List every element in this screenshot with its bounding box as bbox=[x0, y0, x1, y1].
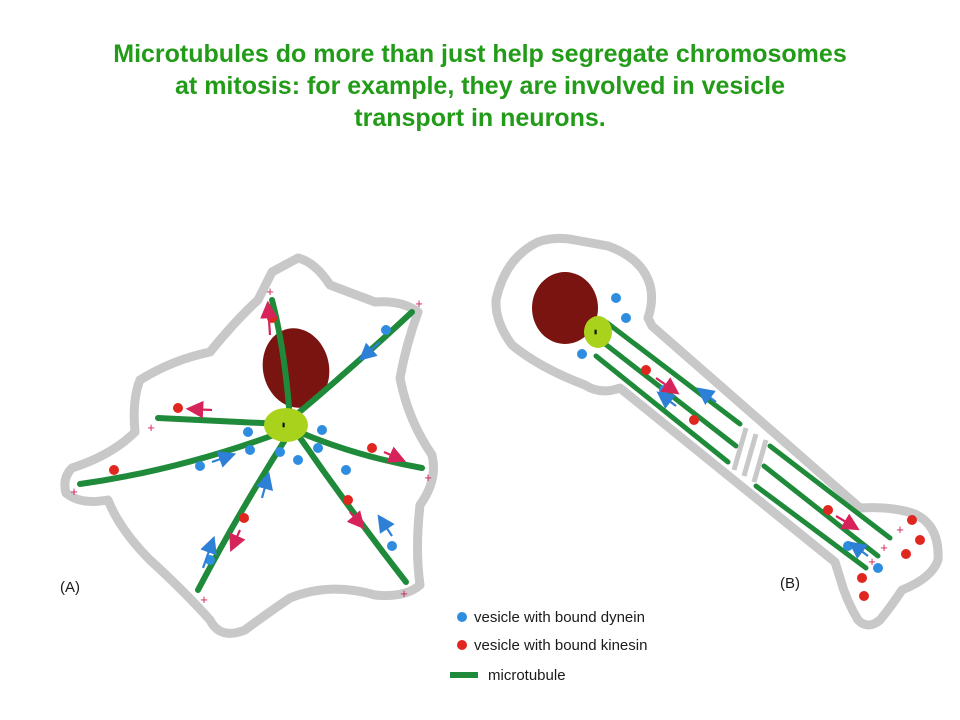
microtubules-b bbox=[593, 319, 893, 571]
plus-end-label: + bbox=[868, 554, 876, 569]
kinesin-vesicle bbox=[343, 495, 353, 505]
plus-ends-b: + + + bbox=[868, 522, 904, 569]
dynein-vesicle bbox=[275, 447, 285, 457]
plus-end-label: + bbox=[896, 522, 904, 537]
plus-end-label: + bbox=[880, 540, 888, 555]
nucleus-b bbox=[532, 272, 598, 344]
legend-microtubule-label: microtubule bbox=[488, 667, 566, 684]
dynein-vesicle bbox=[245, 445, 255, 455]
title-line-2: at mitosis: for example, they are involv… bbox=[175, 72, 785, 100]
microtubule bbox=[603, 319, 743, 427]
kinesin-vesicle bbox=[641, 365, 651, 375]
kinesin-vesicle bbox=[823, 505, 833, 515]
kinesin-vesicle bbox=[907, 515, 917, 525]
dynein-arrow bbox=[200, 535, 217, 569]
kinesin-vesicle bbox=[689, 415, 699, 425]
dynein-vesicle bbox=[577, 349, 587, 359]
dynein-vesicle bbox=[341, 465, 351, 475]
dynein-vesicle bbox=[293, 455, 303, 465]
kinesin-vesicle bbox=[859, 591, 869, 601]
kinesin-vesicle bbox=[109, 465, 119, 475]
legend-microtubule-swatch bbox=[450, 672, 478, 678]
kinesin-arrow bbox=[383, 446, 407, 463]
microtubule bbox=[155, 415, 285, 427]
dynein-vesicle bbox=[873, 563, 883, 573]
legend-dynein-label: vesicle with bound dynein bbox=[474, 609, 645, 626]
kinesin-vesicle bbox=[173, 403, 183, 413]
kinesin-vesicle bbox=[239, 513, 249, 523]
dynein-arrow bbox=[358, 341, 381, 361]
kinesin-vesicle bbox=[901, 549, 911, 559]
kinesin-arrow bbox=[655, 377, 680, 395]
plus-end-label: + bbox=[415, 296, 423, 311]
plus-end-label: + bbox=[200, 592, 208, 607]
plus-ends-a: + + + + + + + bbox=[70, 284, 432, 607]
panel-a-label: (A) bbox=[60, 579, 80, 596]
microtubule bbox=[287, 309, 415, 423]
arrows-a bbox=[185, 300, 407, 569]
dynein-vesicle bbox=[195, 461, 205, 471]
microtubule bbox=[593, 353, 731, 465]
title-line-3: transport in neurons. bbox=[354, 104, 606, 132]
arrows-b bbox=[655, 377, 869, 559]
legend: vesicle with bound dynein vesicle with b… bbox=[450, 609, 647, 684]
centrosome-b bbox=[584, 316, 612, 348]
legend-kinesin-swatch bbox=[457, 640, 467, 650]
kinesin-vesicle bbox=[915, 535, 925, 545]
dynein-vesicle bbox=[313, 443, 323, 453]
centrosome-a bbox=[264, 408, 308, 442]
dynein-vesicle bbox=[243, 427, 253, 437]
kinesin-vesicle bbox=[857, 573, 867, 583]
dynein-arrow bbox=[211, 451, 237, 468]
dynein-arrow bbox=[377, 514, 395, 537]
microtubule bbox=[767, 443, 893, 541]
slide-title: Microtubules do more than just help segr… bbox=[0, 38, 960, 134]
microtubule bbox=[77, 429, 285, 487]
plus-end-label: + bbox=[147, 420, 155, 435]
plus-end-label: + bbox=[70, 484, 78, 499]
panel-a-cell: - + + + + + + + bbox=[60, 253, 438, 638]
kinesin-vesicle bbox=[367, 443, 377, 453]
dynein-vesicle bbox=[611, 293, 621, 303]
microtubule-break-dashes bbox=[731, 427, 769, 483]
microtubule bbox=[753, 483, 869, 571]
dynein-vesicle bbox=[317, 425, 327, 435]
legend-kinesin-label: vesicle with bound kinesin bbox=[474, 637, 647, 654]
kinesin-arrow bbox=[185, 400, 213, 419]
dynein-vesicle bbox=[387, 541, 397, 551]
minus-end-label-a: - bbox=[275, 422, 295, 428]
plus-end-label: + bbox=[400, 586, 408, 601]
dynein-arrow bbox=[656, 391, 677, 409]
legend-dynein-swatch bbox=[457, 612, 467, 622]
kinesin-arrow bbox=[229, 529, 246, 553]
dynein-vesicle bbox=[621, 313, 631, 323]
microtubule bbox=[761, 463, 881, 559]
kinesin-arrow bbox=[835, 513, 860, 531]
kinesin-arrow bbox=[260, 300, 278, 336]
minus-end-label-b: - bbox=[587, 329, 607, 335]
vesicles-b bbox=[577, 293, 925, 601]
kinesin-arrow bbox=[346, 510, 365, 530]
title-line-1: Microtubules do more than just help segr… bbox=[113, 40, 847, 68]
dynein-vesicle bbox=[381, 325, 391, 335]
microtubule bbox=[293, 429, 409, 585]
panel-b-neuron: - + + + bbox=[491, 233, 943, 630]
plus-end-label: + bbox=[266, 284, 274, 299]
dynein-arrow bbox=[848, 541, 869, 559]
panel-b-label: (B) bbox=[780, 575, 800, 592]
dynein-arrow bbox=[696, 387, 717, 405]
dynein-arrow bbox=[256, 471, 274, 499]
dynein-vesicle bbox=[843, 541, 853, 551]
plus-end-label: + bbox=[424, 470, 432, 485]
